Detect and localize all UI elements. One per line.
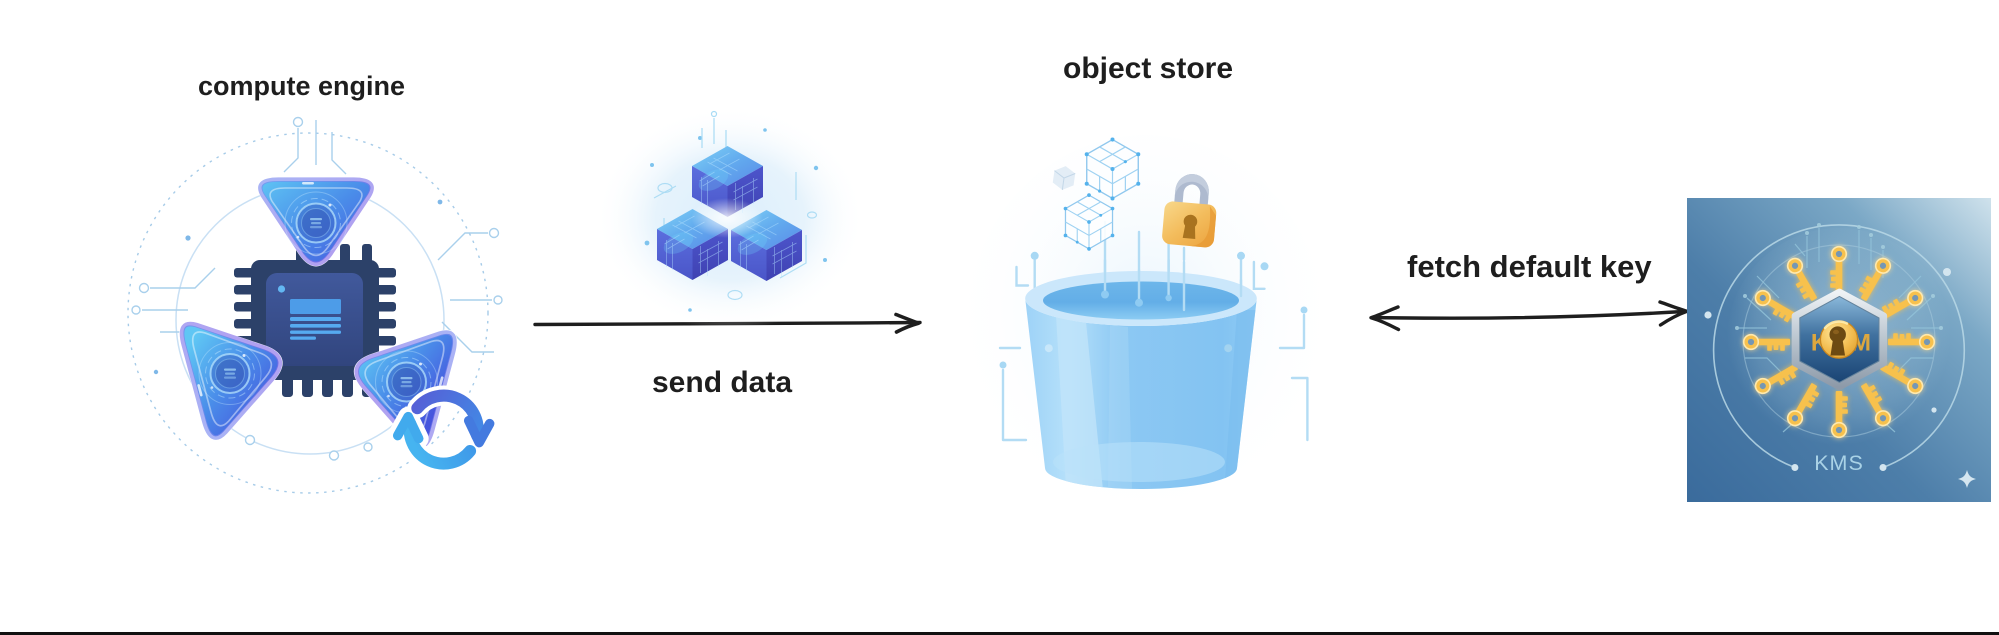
svg-text:KMS: KMS xyxy=(1814,451,1864,475)
